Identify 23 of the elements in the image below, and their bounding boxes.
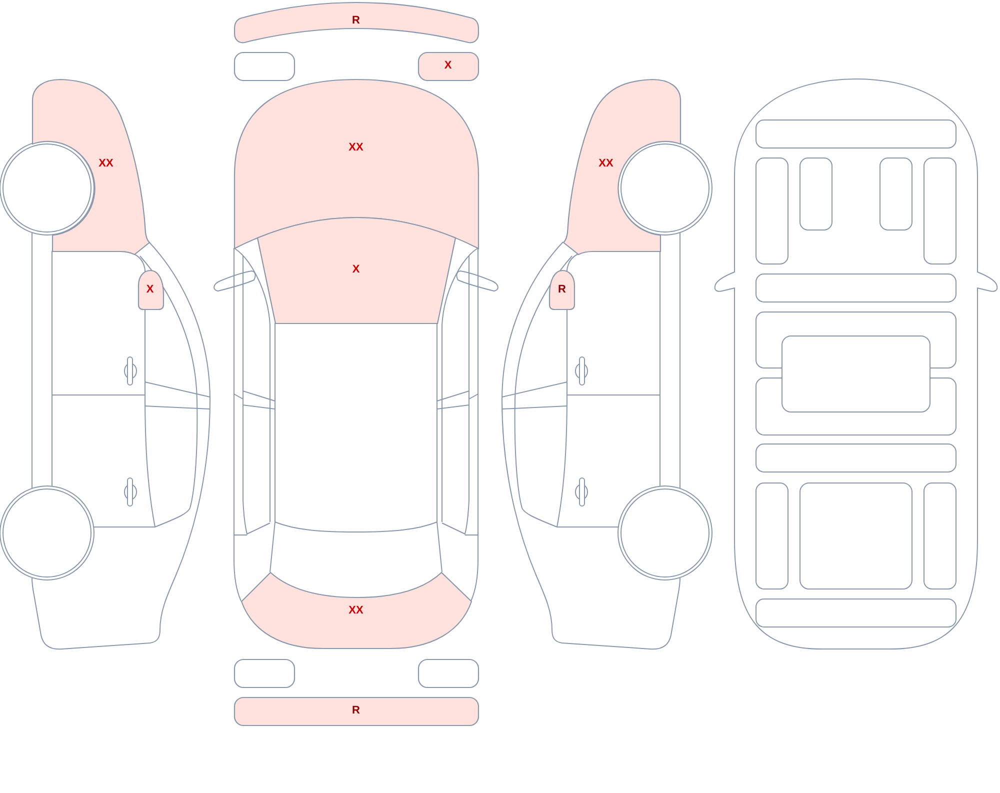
fender-panel: [30, 78, 150, 256]
hood-panel: [232, 78, 480, 250]
windshield-panel: [256, 216, 456, 324]
mirror-panel: [136, 268, 164, 310]
light-panel: [232, 50, 296, 82]
light-panel: [416, 658, 480, 688]
damage-code: X: [444, 60, 452, 72]
damage-code: R: [352, 16, 360, 26]
damage-code: X: [146, 284, 154, 296]
damage-code: XX: [598, 158, 614, 170]
light-panel: [232, 658, 296, 688]
damage-code: R: [558, 284, 566, 296]
damage-code: X: [352, 264, 360, 276]
damage-code: XX: [348, 606, 364, 616]
damage-code: XX: [348, 142, 364, 154]
bumper-panel: [232, 0, 480, 44]
rear-panel: [240, 570, 472, 650]
bumper-panel: [232, 696, 480, 726]
damage-code: R: [352, 706, 360, 716]
fender-panel: [562, 78, 682, 256]
mirror-panel: [548, 268, 576, 310]
light-panel: [416, 50, 480, 82]
damage-code: XX: [98, 158, 114, 170]
